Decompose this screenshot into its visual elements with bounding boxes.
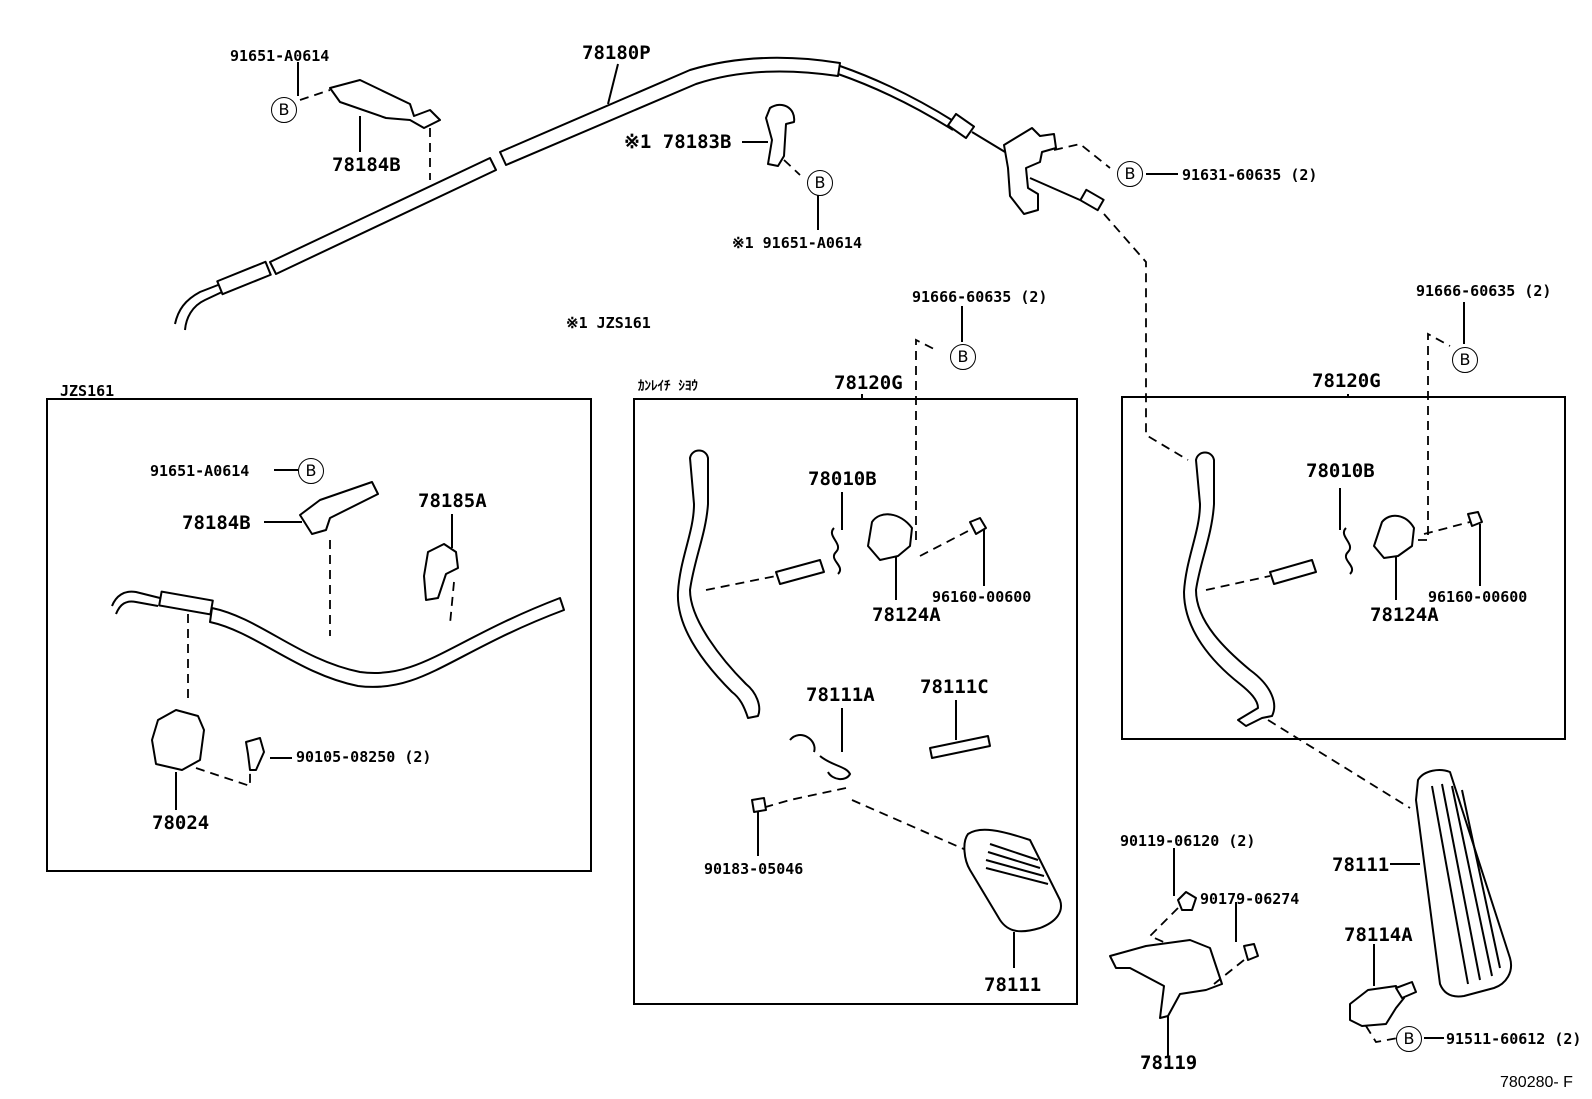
part-label-78183b: ※1 78183B bbox=[624, 131, 732, 153]
part-label-90183-05046: 90183-05046 bbox=[704, 860, 804, 878]
part-label-78114a: 78114A bbox=[1344, 924, 1413, 946]
part-label-91651-a0614-left: 91651-A0614 bbox=[150, 462, 250, 480]
b-marker: B bbox=[1452, 347, 1478, 373]
middle-box-title: ｶﾝﾚｲﾁ ｼﾖｳ bbox=[638, 379, 698, 394]
part-label-90105-08250: 90105-08250 (2) bbox=[296, 748, 432, 766]
part-label-78111a: 78111A bbox=[806, 684, 875, 706]
part-label-91651-a0614: 91651-A0614 bbox=[230, 47, 330, 65]
part-label-78184b-left: 78184B bbox=[182, 512, 251, 534]
part-label-78124a-right: 78124A bbox=[1370, 604, 1439, 626]
middle-box-part: 78120G bbox=[834, 372, 903, 394]
middle-box-parts bbox=[676, 338, 1062, 933]
note-jzs161: ※1 JZS161 bbox=[566, 314, 651, 332]
part-label-78024: 78024 bbox=[152, 812, 210, 834]
part-label-90119-06120: 90119-06120 (2) bbox=[1120, 832, 1256, 850]
part-label-91651-a0614-center: ※1 91651-A0614 bbox=[732, 234, 862, 252]
leader-lines bbox=[264, 62, 1481, 1039]
part-label-91511-60612: 91511-60612 (2) bbox=[1446, 1030, 1582, 1048]
part-label-78180p: 78180P bbox=[582, 42, 651, 64]
b-marker: B bbox=[271, 97, 297, 123]
part-label-91666-60635-right: 91666-60635 (2) bbox=[1416, 282, 1552, 300]
left-box-parts bbox=[111, 481, 565, 810]
clamp-78184b bbox=[299, 79, 441, 180]
bracket-78119 bbox=[1109, 891, 1259, 1058]
part-label-78124a-mid: 78124A bbox=[872, 604, 941, 626]
b-marker: B bbox=[807, 170, 833, 196]
left-box-frame bbox=[46, 398, 592, 872]
b-marker: B bbox=[298, 458, 324, 484]
right-box-parts bbox=[1183, 332, 1483, 727]
throttle-cable bbox=[174, 56, 1105, 331]
cable-to-lever-line bbox=[1103, 213, 1189, 461]
b-marker: B bbox=[950, 344, 976, 370]
right-box-frame bbox=[1121, 396, 1566, 740]
cable-bracket bbox=[1003, 127, 1111, 215]
part-label-90179-06274: 90179-06274 bbox=[1200, 890, 1300, 908]
part-label-96160-00600-mid: 96160-00600 bbox=[932, 588, 1032, 606]
left-box-title: JZS161 bbox=[60, 382, 115, 400]
right-box-part: 78120G bbox=[1312, 370, 1381, 392]
part-label-78111-mid: 78111 bbox=[984, 974, 1042, 996]
part-label-96160-00600-right: 96160-00600 bbox=[1428, 588, 1528, 606]
middle-box-frame bbox=[633, 398, 1078, 1005]
lever-to-pedal-line bbox=[1267, 719, 1411, 809]
b-marker: B bbox=[1117, 161, 1143, 187]
part-label-91631-60635: 91631-60635 (2) bbox=[1182, 166, 1318, 184]
part-label-78111c: 78111C bbox=[920, 676, 989, 698]
part-label-78111-right: 78111 bbox=[1332, 854, 1390, 876]
part-label-78010b-right: 78010B bbox=[1306, 460, 1375, 482]
stopper-78114a bbox=[1349, 981, 1417, 1043]
part-label-78185a: 78185A bbox=[418, 490, 487, 512]
diagram-reference-code: 780280- F bbox=[1500, 1074, 1573, 1091]
part-label-78010b-mid: 78010B bbox=[808, 468, 877, 490]
part-label-78184b: 78184B bbox=[332, 154, 401, 176]
b-marker: B bbox=[1396, 1026, 1422, 1052]
clamp-78183b bbox=[765, 103, 801, 176]
part-label-91666-60635-mid: 91666-60635 (2) bbox=[912, 288, 1048, 306]
part-label-78119: 78119 bbox=[1140, 1052, 1198, 1074]
right-pedal bbox=[1415, 769, 1512, 998]
